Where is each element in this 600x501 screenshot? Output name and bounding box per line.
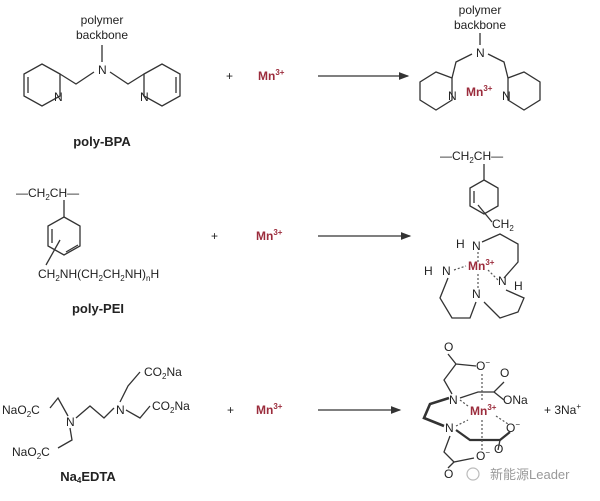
product-ch2: CH2 xyxy=(492,217,514,233)
plus-sign: + xyxy=(226,69,233,83)
backbone-label-2: backbone xyxy=(76,28,128,42)
co2na-group: CO2Na xyxy=(144,365,182,381)
wechat-icon xyxy=(466,467,480,481)
mn-ion: Mn3+ xyxy=(256,228,283,243)
nao2c-group: NaO2C xyxy=(2,403,40,419)
n-atom: N xyxy=(116,403,125,417)
backbone-label-1: polymer xyxy=(81,13,124,27)
product-mn: Mn3+ xyxy=(470,403,497,418)
mn-edta-complex: O O− O ONa N N O− O O− O Mn3+ xyxy=(422,340,528,481)
poly-pei-label: poly-PEI xyxy=(72,301,124,316)
n-atom: N xyxy=(442,264,451,278)
h-atom: H xyxy=(424,264,433,278)
product-mn: Mn3+ xyxy=(468,258,495,273)
watermark-text: 新能源Leader xyxy=(490,467,570,482)
o-atom: O xyxy=(500,366,509,380)
plus-sign: + xyxy=(227,403,234,417)
product-n-right: N xyxy=(502,89,511,103)
co2na-group: CO2Na xyxy=(152,399,190,415)
o-minus: O− xyxy=(476,358,490,373)
mn-bpa-complex: polymer backbone N N N Mn3+ xyxy=(419,3,541,111)
poly-bpa-label: poly-BPA xyxy=(73,134,131,149)
n-atom: N xyxy=(498,274,507,288)
o-minus: O− xyxy=(476,448,490,463)
product-mn: Mn3+ xyxy=(466,84,493,99)
pyridine-n-right: N xyxy=(140,90,149,104)
h-atom: H xyxy=(456,237,465,251)
product-backbone-2: backbone xyxy=(454,18,506,32)
h-atom: H xyxy=(514,279,523,293)
watermark: 新能源Leader xyxy=(466,467,570,482)
product-n: N xyxy=(476,46,485,60)
poly-pei-structure: —CH2CH— CH2NH(CH2CH2NH)nH xyxy=(16,186,159,283)
plus-sign: + xyxy=(211,229,218,243)
n-atom: N xyxy=(449,393,458,407)
n-atom: N xyxy=(66,415,75,429)
na4edta-label: Na4EDTA xyxy=(60,469,116,485)
na4edta-structure: CO2Na CO2Na NaO2C NaO2C N N xyxy=(2,365,190,461)
o-atom: O xyxy=(444,467,453,481)
amine-n: N xyxy=(98,63,107,77)
sodium-byproduct: + 3Na+ xyxy=(544,402,581,417)
o-atom: O xyxy=(444,340,453,354)
nao2c-group: NaO2C xyxy=(12,445,50,461)
mn-ion: Mn3+ xyxy=(256,402,283,417)
pyridine-n-left: N xyxy=(54,90,63,104)
product-backbone-1: polymer xyxy=(459,3,502,17)
pei-chain: —CH2CH— xyxy=(16,186,79,202)
o-minus: O− xyxy=(506,420,520,435)
pei-side-chain: CH2NH(CH2CH2NH)nH xyxy=(38,267,159,283)
product-chain: —CH2CH— xyxy=(440,149,503,165)
n-atom: N xyxy=(445,421,454,435)
mn-ion: Mn3+ xyxy=(258,68,285,83)
n-atom: N xyxy=(472,287,481,301)
n-atom: N xyxy=(472,239,481,253)
poly-bpa-structure: polymer backbone N N N xyxy=(23,13,181,107)
ona-group: ONa xyxy=(503,393,528,407)
product-n-left: N xyxy=(448,89,457,103)
mn-pei-complex: —CH2CH— CH2 H N H N N H N Mn3+ xyxy=(424,149,525,319)
